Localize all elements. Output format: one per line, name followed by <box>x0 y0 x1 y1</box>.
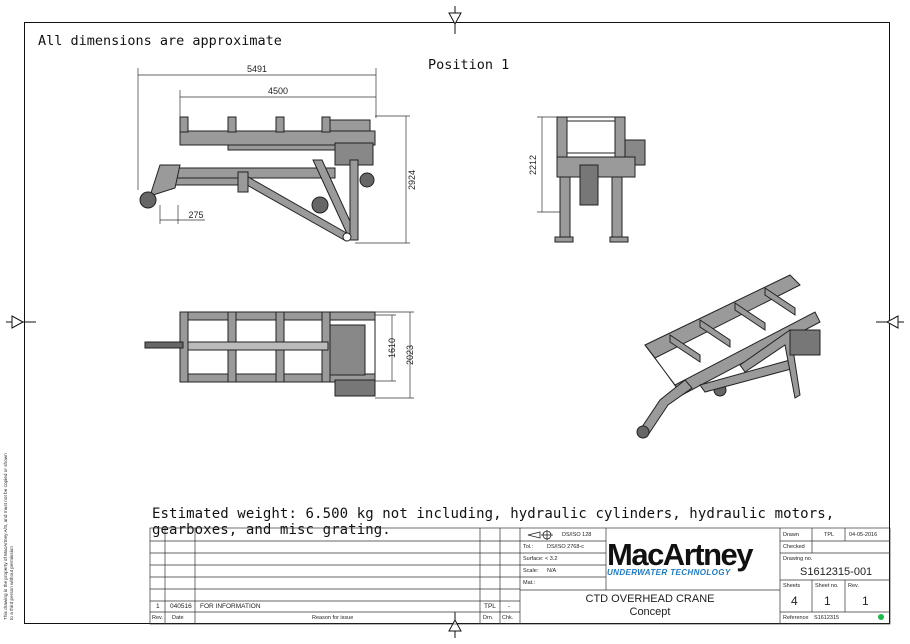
rev-label: Rev. <box>848 583 859 589</box>
drawing-number: S1612315-001 <box>800 566 873 578</box>
drawn-label: Drawn <box>783 532 799 538</box>
mat-label: Mat.: <box>523 580 536 586</box>
scale-label: Scale: <box>523 568 539 574</box>
reference-value: S1612315 <box>814 615 840 621</box>
dim-5491: 5491 <box>247 64 267 74</box>
drn-header: Drn. <box>483 615 494 621</box>
rev-header: Rev. <box>152 615 163 621</box>
drawing-subtitle: Concept <box>629 606 671 618</box>
dim-275: 275 <box>188 210 203 220</box>
scale-value: N/A <box>547 568 557 574</box>
dim-2924: 2924 <box>407 170 417 190</box>
tol-label: Tol.: <box>523 544 534 550</box>
checked-label: Checked <box>783 544 805 550</box>
isometric-view <box>636 274 821 439</box>
drawing-no-label: Drawing no. <box>783 556 813 562</box>
reason-header: Reason for issue <box>312 615 354 621</box>
standard-text: DS/ISO 128 <box>562 532 592 538</box>
date-header: Date <box>172 615 184 621</box>
sheet-no-label: Sheet no. <box>815 583 839 589</box>
company-tagline: UNDERWATER TECHNOLOGY <box>607 568 731 577</box>
sheets-count: 4 <box>791 594 798 608</box>
status-dot-icon <box>878 614 884 620</box>
drawing-title: CTD OVERHEAD CRANE <box>585 593 715 605</box>
chk-header: Chk. <box>502 615 514 621</box>
rev-drn-cell: TPL <box>484 603 496 610</box>
rev-reason-cell: FOR INFORMATION <box>200 603 261 610</box>
dim-2023: 2023 <box>405 345 415 365</box>
company-logo: MacArtney UNDERWATER TECHNOLOGY <box>607 537 754 578</box>
surface-text: Surface: < 3.2 <box>523 556 558 562</box>
dim-2212: 2212 <box>528 155 538 175</box>
position-label: Position 1 <box>428 57 510 73</box>
projection-symbol-icon <box>527 530 553 540</box>
top-view: 1610 2023 <box>144 311 415 399</box>
rev-chk-cell: - <box>508 603 511 610</box>
sheets-label: Sheets <box>783 583 801 589</box>
rev-date-cell: 040516 <box>170 603 192 610</box>
drawn-date: 04-05-2016 <box>849 532 878 538</box>
drawn-by: TPL <box>824 532 835 538</box>
title-block-grid <box>149 527 891 625</box>
company-name: MacArtney <box>607 537 754 572</box>
weight-note: Estimated weight: 6.500 kg not including… <box>152 506 835 538</box>
centering-marks <box>6 6 904 638</box>
side-view: 5491 4500 2924 275 <box>137 64 417 244</box>
front-view: 2212 <box>528 116 646 243</box>
tol-value: DS/ISO 2768-c <box>547 544 584 550</box>
dim-4500: 4500 <box>268 86 288 96</box>
rev-number: 1 <box>862 594 869 608</box>
dimensions-note: All dimensions are approximate <box>38 33 282 49</box>
reference-label: Reference <box>783 615 809 621</box>
dim-1610: 1610 <box>387 338 397 358</box>
rev-cell: 1 <box>156 603 160 610</box>
sheet-number: 1 <box>824 594 831 608</box>
